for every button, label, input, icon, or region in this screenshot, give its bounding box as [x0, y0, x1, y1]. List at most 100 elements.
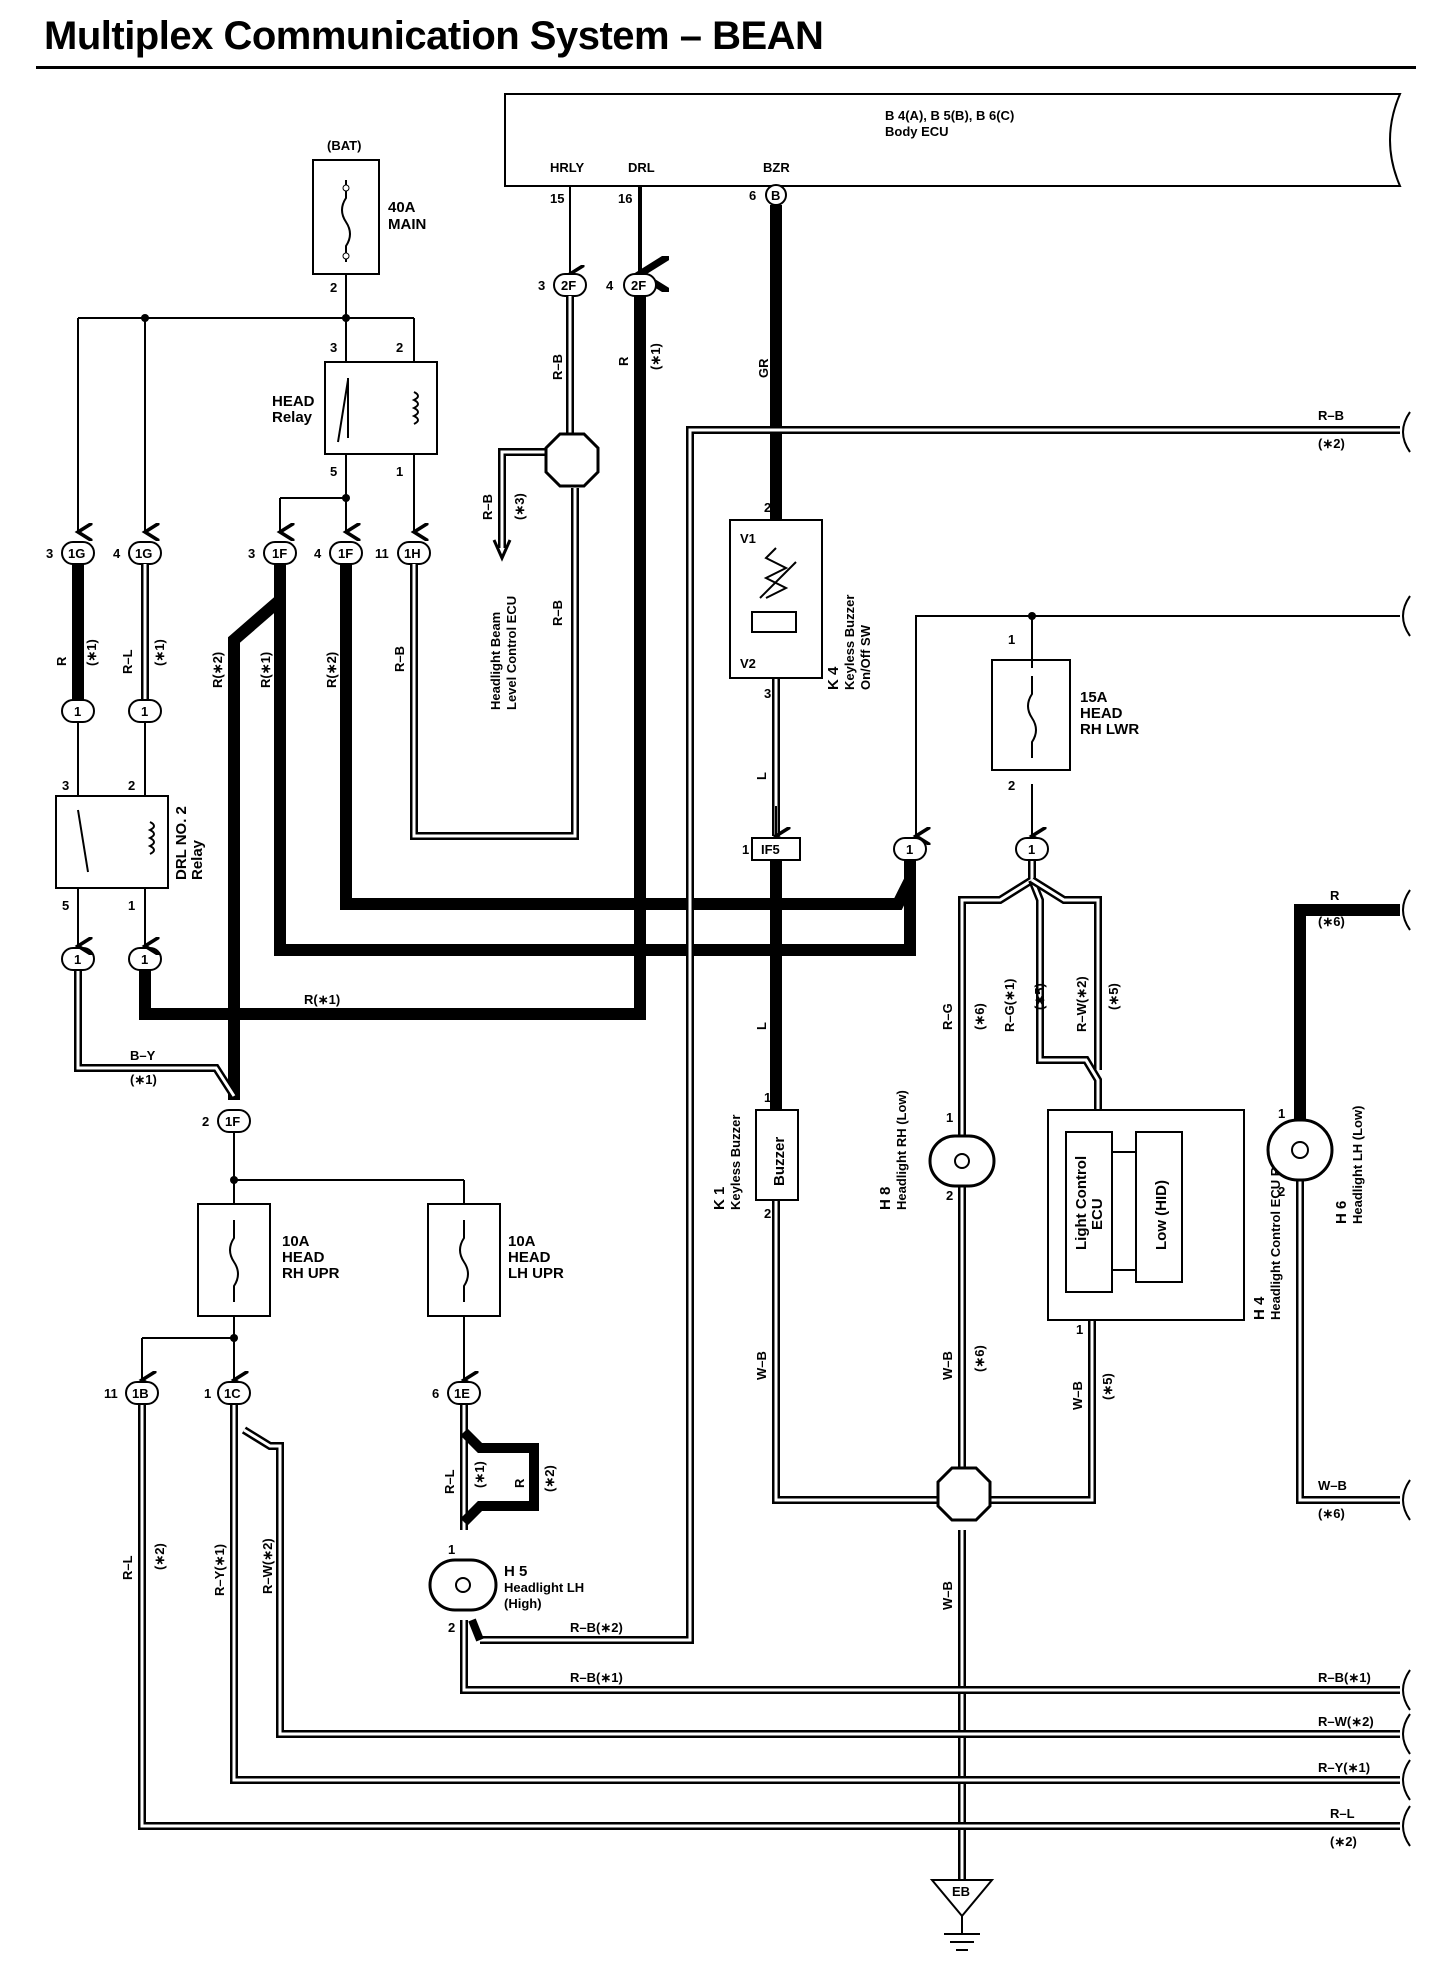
svg-text:(∗1): (∗1): [130, 1072, 157, 1087]
svg-text:(High): (High): [504, 1596, 542, 1611]
svg-text:HEAD: HEAD: [1080, 705, 1123, 722]
svg-text:GR: GR: [756, 358, 771, 378]
svg-text:W–B: W–B: [1070, 1381, 1085, 1410]
svg-text:H 8: H 8: [877, 1187, 894, 1210]
svg-text:1C: 1C: [224, 1386, 241, 1401]
k1-buzzer: Buzzer 1 2 K 1 Keyless Buzzer: [711, 1090, 799, 1221]
svg-text:R–W(∗2): R–W(∗2): [1318, 1714, 1374, 1729]
svg-text:R–G(∗1): R–G(∗1): [1002, 978, 1017, 1032]
svg-text:HEAD: HEAD: [508, 1249, 551, 1266]
svg-text:1E: 1E: [454, 1386, 470, 1401]
svg-text:R–L: R–L: [442, 1469, 457, 1494]
svg-text:H 4: H 4: [1251, 1296, 1268, 1320]
main-fuse-pin: 2: [330, 280, 337, 295]
svg-text:On/Off SW: On/Off SW: [858, 624, 873, 690]
svg-text:11: 11: [104, 1386, 118, 1401]
svg-text:2: 2: [1278, 1184, 1285, 1199]
drl-relay: 3 2 5 1 DRL NO. 2 Relay: [55, 722, 206, 946]
body-ecu: B 4(A), B 5(B), B 6(C) Body ECU HRLY DRL…: [504, 93, 1402, 206]
title-rule: [36, 66, 1416, 69]
svg-text:R–Y(∗1): R–Y(∗1): [212, 1544, 227, 1596]
svg-text:W–B: W–B: [940, 1581, 955, 1610]
connector-2f: 3 2F 4 2F: [538, 186, 656, 297]
ecu-term-hrly: HRLY: [550, 160, 585, 175]
svg-text:10A: 10A: [282, 1233, 310, 1250]
svg-text:R–B: R–B: [550, 354, 565, 380]
svg-text:1: 1: [141, 704, 148, 719]
connector-row-bottom: 11 1B 1 1C 6 1E: [104, 1381, 481, 1405]
ecu-pin-drl: 16: [618, 191, 632, 206]
conn-if5: 1 IF5: [742, 806, 801, 861]
svg-text:Keyless Buzzer: Keyless Buzzer: [728, 1115, 743, 1210]
svg-text:(∗5): (∗5): [1100, 1373, 1115, 1400]
svg-text:(∗6): (∗6): [1318, 914, 1345, 929]
svg-text:R–B(∗1): R–B(∗1): [570, 1670, 623, 1685]
svg-text:R–B: R–B: [550, 600, 565, 626]
svg-text:R: R: [1330, 888, 1340, 903]
svg-text:(∗6): (∗6): [1318, 1506, 1345, 1521]
svg-text:3: 3: [248, 546, 255, 561]
h5-headlight: 1 2 H 5 Headlight LH (High): [428, 1542, 584, 1635]
svg-text:(∗2): (∗2): [1330, 1834, 1357, 1849]
main-fuse: (BAT) 40A MAIN 2: [312, 138, 426, 295]
svg-text:R–L: R–L: [120, 649, 135, 674]
ground-eb: EB: [929, 1879, 995, 1951]
svg-text:R–L: R–L: [120, 1555, 135, 1580]
svg-text:EB: EB: [952, 1884, 970, 1899]
svg-text:DRL NO. 2: DRL NO. 2: [173, 806, 190, 880]
svg-text:(∗5): (∗5): [1032, 983, 1047, 1010]
connector-row-top: 3 1G 4 1G 3 1F 4 1F 11 1H: [46, 541, 431, 565]
svg-text:1: 1: [448, 1542, 455, 1557]
svg-text:1B: 1B: [132, 1386, 149, 1401]
svg-text:(∗2): (∗2): [1318, 436, 1345, 451]
svg-text:LH UPR: LH UPR: [508, 1265, 564, 1282]
svg-text:L: L: [754, 772, 769, 780]
svg-text:W–B: W–B: [940, 1351, 955, 1380]
svg-text:R–Y(∗1): R–Y(∗1): [1318, 1760, 1370, 1775]
conn-1f-3: 3 1F: [248, 541, 297, 565]
svg-text:R–L: R–L: [1330, 1806, 1355, 1821]
head-relay-label: Relay: [272, 409, 313, 426]
head-relay-pin2: 2: [396, 340, 403, 355]
svg-text:(∗6): (∗6): [972, 1345, 987, 1372]
svg-text:1H: 1H: [404, 546, 421, 561]
svg-text:R–W(∗2): R–W(∗2): [1074, 976, 1089, 1032]
svg-text:11: 11: [375, 546, 389, 561]
svg-text:5: 5: [62, 898, 69, 913]
svg-text:Headlight Control ECU RH: Headlight Control ECU RH: [1268, 1158, 1283, 1321]
svg-text:4: 4: [314, 546, 322, 561]
svg-text:R–B: R–B: [1318, 408, 1344, 423]
svg-text:2F: 2F: [561, 278, 576, 293]
svg-text:H 5: H 5: [504, 1563, 527, 1580]
conn-1h-11: 11 1H: [375, 541, 431, 565]
svg-text:Relay: Relay: [189, 839, 206, 880]
ecu-term-bzr: BZR: [763, 160, 790, 175]
svg-text:ECU: ECU: [1089, 1198, 1106, 1230]
svg-text:1: 1: [141, 952, 148, 967]
conn-1f-4: 4 1F: [314, 541, 363, 565]
svg-text:R: R: [54, 656, 69, 666]
svg-text:(∗1): (∗1): [152, 639, 167, 666]
svg-text:1F: 1F: [338, 546, 353, 561]
svg-text:L: L: [754, 1022, 769, 1030]
svg-text:W–B: W–B: [754, 1351, 769, 1380]
head-relay-pin5: 5: [330, 464, 337, 479]
svg-text:3: 3: [538, 278, 545, 293]
svg-text:R–G: R–G: [940, 1003, 955, 1030]
svg-text:2: 2: [764, 1206, 771, 1221]
svg-text:Headlight RH (Low): Headlight RH (Low): [894, 1090, 909, 1210]
svg-text:1: 1: [1076, 1322, 1083, 1337]
svg-text:R(∗2): R(∗2): [324, 652, 339, 688]
main-fuse-name: MAIN: [388, 216, 426, 233]
svg-text:Keyless Buzzer: Keyless Buzzer: [842, 595, 857, 690]
ecu-name: B 4(A), B 5(B), B 6(C): [885, 108, 1014, 123]
conn-1f-2: 2 1F: [202, 1109, 251, 1133]
svg-text:2: 2: [202, 1114, 209, 1129]
svg-text:1G: 1G: [68, 546, 85, 561]
svg-text:1G: 1G: [135, 546, 152, 561]
svg-text:15A: 15A: [1080, 689, 1108, 706]
head-relay: HEAD Relay 3 2 5 1: [272, 340, 438, 479]
svg-text:3: 3: [46, 546, 53, 561]
svg-text:R–B: R–B: [480, 494, 495, 520]
